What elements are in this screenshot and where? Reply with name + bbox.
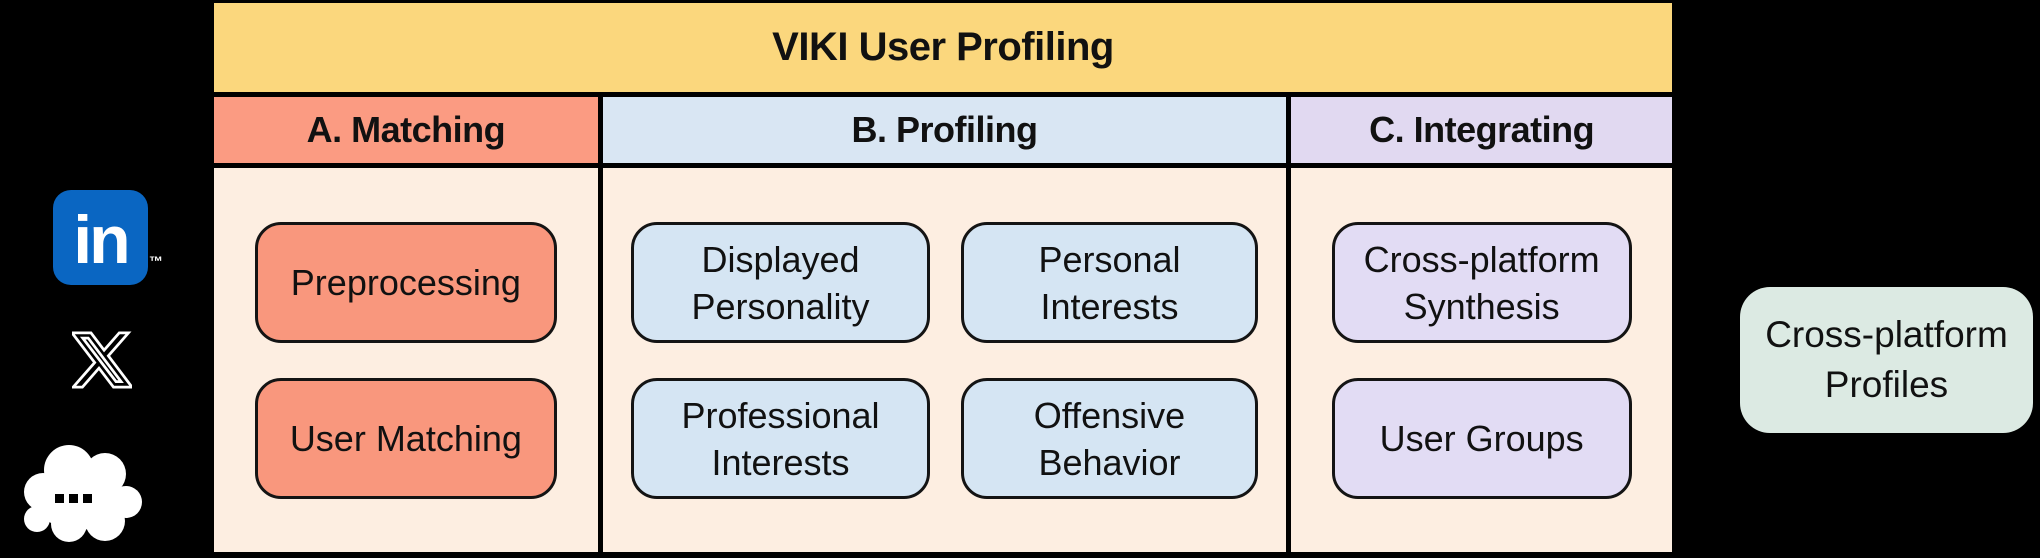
table-title: VIKI User Profiling: [772, 25, 1114, 69]
table-body: Preprocessing User Matching Displayed Pe…: [214, 168, 1672, 552]
box-preprocessing: Preprocessing: [254, 222, 557, 343]
more-platforms-cloud-icon: [24, 445, 142, 542]
box-cross-platform-synthesis: Cross-platform Synthesis: [1331, 222, 1632, 343]
box-professional-interests: Professional Interests: [631, 378, 930, 499]
box-personal-interests: Personal Interests: [961, 222, 1258, 343]
box-displayed-personality: Displayed Personality: [631, 222, 930, 343]
column-header-matching: A. Matching: [214, 97, 598, 163]
column-body-matching: Preprocessing User Matching: [214, 168, 598, 552]
linkedin-wordmark: in: [73, 202, 130, 278]
column-header-integrating: C. Integrating: [1291, 97, 1672, 163]
column-header-profiling: B. Profiling: [602, 97, 1287, 163]
column-body-profiling: Displayed Personality Personal Interests…: [602, 168, 1287, 552]
ellipsis-dots: [55, 494, 92, 503]
cross-platform-profiles-box: Cross-platform Profiles: [1740, 287, 2033, 433]
viki-user-profiling-table: VIKI User Profiling A. Matching B. Profi…: [209, 0, 1677, 558]
box-user-matching: User Matching: [254, 378, 557, 499]
column-body-integrating: Cross-platform Synthesis User Groups: [1291, 168, 1672, 552]
linkedin-icon: in: [53, 190, 148, 285]
box-user-groups: User Groups: [1331, 378, 1632, 499]
linkedin-trademark: ™: [149, 253, 163, 269]
x-twitter-icon: [72, 331, 132, 389]
box-offensive-behavior: Offensive Behavior: [961, 378, 1258, 499]
column-headers: A. Matching B. Profiling C. Integrating: [214, 97, 1672, 163]
table-title-bar: VIKI User Profiling: [214, 3, 1672, 92]
